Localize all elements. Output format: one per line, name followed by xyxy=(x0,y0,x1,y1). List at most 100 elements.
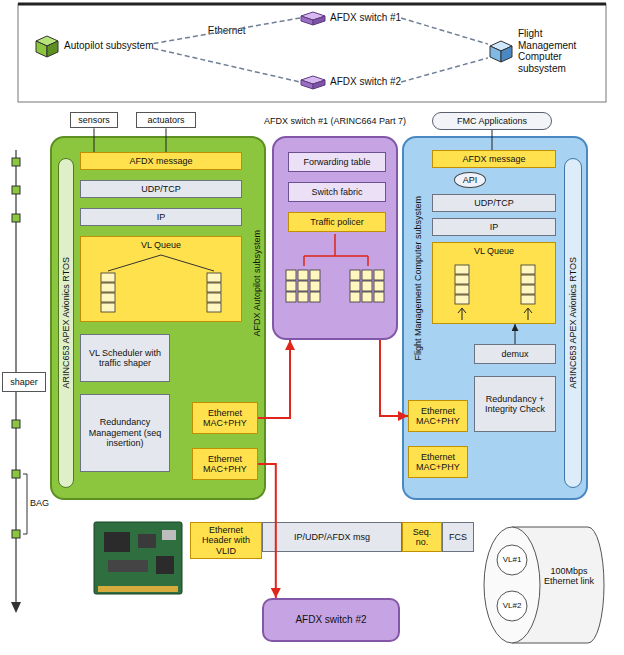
overview-rule xyxy=(18,3,606,6)
text-slot: AFDX switch #1 xyxy=(330,12,401,24)
panel-heading: AFDX switch #1 (ARINC664 Part 7) xyxy=(264,116,406,126)
text-slot: Ethernet Header with VLID xyxy=(194,525,258,556)
node-text: VL Queue xyxy=(474,246,514,256)
process-box: VL Scheduler with traffic shaper xyxy=(80,334,170,382)
graphic-part xyxy=(313,16,325,25)
node-text: Ethernet MAC+PHY xyxy=(412,452,464,473)
text-slot: Switch fabric xyxy=(311,187,362,197)
node-text: ARINC653 APEX Avionics RTOS xyxy=(61,257,71,389)
text-slot: Forwarding table xyxy=(303,157,370,167)
graphic-part xyxy=(362,292,372,302)
graphic-part xyxy=(362,281,372,291)
graphic-part xyxy=(108,255,214,271)
text-slot: Ethernet MAC+PHY xyxy=(196,454,254,475)
node-text: VL Queue xyxy=(141,240,181,250)
graphic-part xyxy=(101,273,115,282)
link-port-box: Ethernet MAC+PHY xyxy=(408,400,468,432)
connector xyxy=(492,130,493,150)
card-chip xyxy=(104,532,130,552)
node-text: actuators xyxy=(147,115,184,125)
unit-icon-node: Autopilot subsystem xyxy=(34,34,154,58)
text-slot: AFDX message xyxy=(129,156,192,166)
node-text: AFDX message xyxy=(129,156,192,166)
node-text: Seq. no. xyxy=(406,527,438,548)
port-circle: API xyxy=(454,172,486,188)
graphic-part xyxy=(374,281,384,291)
graphic-part xyxy=(455,285,469,294)
text-slot: UDP/TCP xyxy=(474,198,514,208)
graphic-part xyxy=(521,265,535,274)
text-slot: VL#1 xyxy=(497,555,527,564)
graphic-part xyxy=(458,308,532,320)
os-strip: ARINC653 APEX Avionics RTOS xyxy=(58,158,74,488)
layer-box: UDP/TCP xyxy=(80,180,242,198)
graphic-part xyxy=(521,275,535,284)
graphic-part xyxy=(101,303,115,312)
graphic-part xyxy=(101,283,115,292)
os-strip: ARINC653 APEX Avionics RTOS xyxy=(564,158,582,488)
panel-title: Flight Management Computer subsystem xyxy=(413,196,423,361)
text-slot: Flight Management Computer subsystem xyxy=(410,168,426,388)
graphic-part xyxy=(310,292,320,302)
graphic-part xyxy=(36,41,47,57)
text-slot: AFDX switch #2 xyxy=(330,76,401,88)
text-slot: FMC Applications xyxy=(457,116,527,126)
frame-square xyxy=(12,186,20,194)
unit-icon xyxy=(300,6,326,30)
text-slot: Flight Management Computer subsystem xyxy=(518,28,602,74)
text-slot: Ethernet MAC+PHY xyxy=(412,406,464,427)
process-box: Forwarding table xyxy=(288,152,386,172)
node-text: UDP/TCP xyxy=(141,184,181,194)
connector xyxy=(401,58,488,82)
text-slot: actuators xyxy=(147,115,184,125)
graphic-part xyxy=(207,273,221,282)
graphic-part xyxy=(310,281,320,291)
node-text: Traffic policer xyxy=(310,217,364,227)
node-text: Ethernet MAC+PHY xyxy=(196,408,254,429)
graphic-part xyxy=(298,270,308,280)
text-slot: Redundancy + Integrity Check xyxy=(478,394,552,415)
channel-ring xyxy=(497,591,527,621)
text-slot: demux xyxy=(501,349,528,359)
frame-square xyxy=(12,158,20,166)
link-port-box: Ethernet MAC+PHY xyxy=(192,402,258,434)
frame-field: Seq. no. xyxy=(402,522,442,552)
node-text: FCS xyxy=(449,532,467,542)
interface-card-photo xyxy=(94,522,182,594)
unit-icon xyxy=(488,39,514,63)
process-box: Traffic policer xyxy=(288,212,386,232)
node-text: ARINC653 APEX Avionics RTOS xyxy=(568,257,578,389)
channel-ring xyxy=(497,545,527,575)
text-slot: ARINC653 APEX Avionics RTOS xyxy=(61,257,71,389)
text-slot: AFDX Autopilot subsystem xyxy=(248,178,266,388)
text-slot: sensors xyxy=(78,115,110,125)
overview-frame xyxy=(18,4,606,102)
graphic-part xyxy=(207,283,221,292)
panel-title: AFDX Autopilot subsystem xyxy=(252,230,262,337)
unit-panel: ARINC653 APEX Avionics RTOS AFDX messageU… xyxy=(50,136,266,500)
buffer-box: VL Queue xyxy=(80,236,242,322)
graphic-part xyxy=(286,270,296,280)
text-slot: Redundancy Management (seq insertion) xyxy=(84,417,166,448)
frame-field: FCS xyxy=(442,522,474,552)
node-text: sensors xyxy=(78,115,110,125)
text-slot: VL Scheduler with traffic shaper xyxy=(84,348,166,369)
link-port-box: Ethernet MAC+PHY xyxy=(192,448,258,480)
node-text: Redundancy + Integrity Check xyxy=(478,394,552,415)
text-slot: VL Queue xyxy=(141,240,181,250)
card-chip xyxy=(108,560,148,572)
graphic-part xyxy=(101,293,115,302)
graphic-part xyxy=(207,293,221,302)
frame-square xyxy=(12,530,20,538)
connector xyxy=(401,18,488,44)
node-text: IP xyxy=(490,222,499,232)
graphic-part xyxy=(374,270,384,280)
text-slot: VL Queue xyxy=(474,246,514,256)
layer-box: IP xyxy=(80,208,242,226)
text-slot: AFDX switch #2 xyxy=(295,614,366,626)
node-text: Ethernet MAC+PHY xyxy=(196,454,254,475)
